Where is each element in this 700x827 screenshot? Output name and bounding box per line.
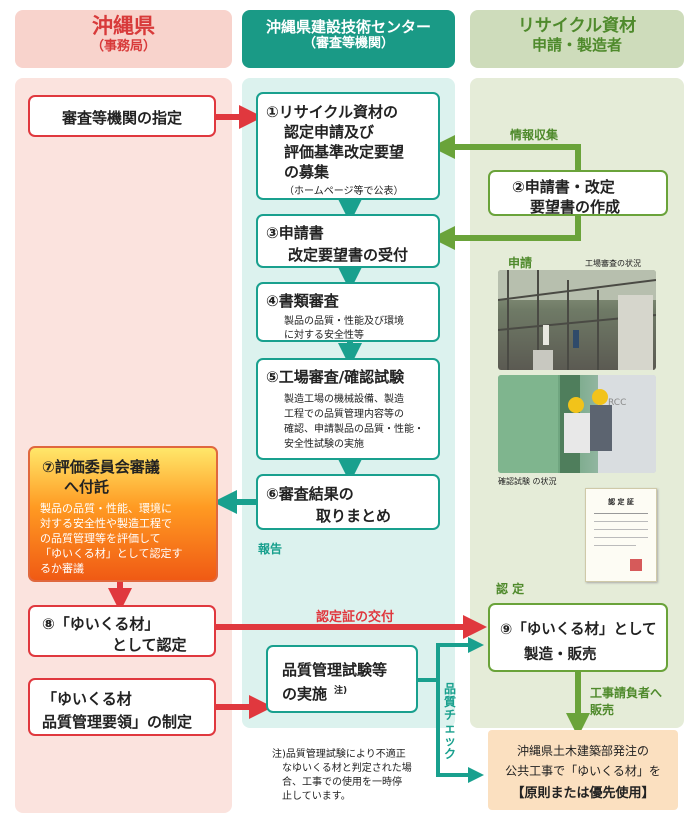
- step7-desc-5: るか審議: [40, 562, 84, 575]
- step1-note: （ホームページ等で公表）: [284, 186, 404, 197]
- designation-box: 審査等機関の指定: [28, 95, 216, 137]
- usage-line-2: 公共工事で「ゆいくる材」を: [505, 764, 661, 778]
- arrow-application: [431, 216, 581, 250]
- prefecture-subtitle: （事務局）: [90, 39, 156, 55]
- usage-line-3: 【原則または優先使用】: [511, 786, 655, 801]
- prefecture-title: 沖縄県: [92, 14, 155, 38]
- step7-desc-4: 「ゆいくる材」として認定す: [40, 547, 183, 560]
- step1-line-1: ①リサイクル資材の: [266, 103, 398, 121]
- factory-inspection-photo-graphic: [498, 270, 656, 370]
- step7-desc-1: 製品の品質・性能、環境に: [40, 502, 172, 515]
- step8-box: ⑧「ゆいくる材」 として認定: [28, 605, 216, 657]
- certify-label: 認 定: [496, 582, 525, 596]
- arrow-quality-check-up: [418, 637, 484, 682]
- step1-line-2: 認定申請及び: [284, 123, 375, 141]
- qc-line-1: 品質管理試験等: [282, 661, 388, 679]
- step7-box: ⑦評価委員会審議 へ付託 製品の品質・性能、環境に 対する安全性や製造工程で の…: [28, 446, 218, 582]
- step5-title: ⑤工場審査/確認試験: [266, 368, 405, 386]
- step4-box: ④書類審査 製品の品質・性能及び環境 に対する安全性等: [256, 282, 440, 342]
- step1-line-4: の募集: [284, 163, 330, 181]
- step4-desc-2: に対する安全性等: [284, 330, 364, 341]
- apply-label: 申請: [508, 256, 533, 270]
- quality-check-label: 品質チェック: [444, 682, 457, 761]
- center-title: 沖縄県建設技術センター: [265, 18, 431, 36]
- prefecture-column-header-bg: [15, 10, 232, 68]
- factory-inspection-caption: 工場審査の状況: [585, 259, 641, 268]
- step7-title-1: ⑦評価委員会審議: [42, 458, 160, 476]
- contractor-label-1: 工事請負者へ: [590, 686, 663, 700]
- factory-inspection-photo: [498, 270, 656, 370]
- step3-line-2: 改定要望書の受付: [288, 246, 409, 264]
- center-subtitle: （審査等機関）: [302, 36, 394, 51]
- certificate-image: 認 定 証: [585, 488, 657, 582]
- arrow-info-collection: [431, 135, 581, 170]
- step4-desc-1: 製品の品質・性能及び環境: [284, 316, 404, 327]
- arrow-quality-check-down: [436, 680, 484, 783]
- usage-line-1: 沖縄県土木建築部発注の: [516, 744, 649, 758]
- center-header: 沖縄県建設技術センター （審査等機関）: [242, 18, 455, 52]
- step4-title: ④書類審査: [266, 292, 339, 310]
- cert-issue-label: 認定証の交付: [316, 610, 395, 625]
- info-collection-label: 情報収集: [510, 128, 559, 142]
- certificate-line: [594, 521, 648, 522]
- step2-line-2: 要望書の作成: [530, 198, 621, 216]
- maker-header: リサイクル資材 申請・製造者: [470, 16, 684, 54]
- step5-desc-3: 確認、申請製品の品質・性能・: [284, 424, 424, 435]
- contractor-label-2: 販売: [590, 703, 615, 717]
- step3-box: ③申請書 改定要望書の受付: [256, 214, 440, 268]
- manual-line-2: 品質管理要領」の制定: [42, 713, 193, 731]
- step5-box: ⑤工場審査/確認試験 製造工場の機械設備、製造 工程での品質管理内容等の 確認、…: [256, 358, 440, 460]
- manual-line-1: 「ゆいくる材: [42, 690, 132, 708]
- certificate-title: 認 定 証: [608, 498, 634, 506]
- usage-box: 沖縄県土木建築部発注の 公共工事で「ゆいくる材」を 【原則または優先使用】: [488, 730, 678, 810]
- certificate-seal: [630, 559, 642, 571]
- step8-line-2: として認定: [112, 636, 187, 654]
- step3-line-1: ③申請書: [266, 224, 324, 242]
- step9-line-2: 製造・販売: [524, 647, 597, 663]
- confirmation-test-photo-graphic: RCC: [498, 375, 656, 473]
- footnote-3: 合、工事での使用を一時停: [282, 777, 402, 788]
- step5-desc-4: 安全性試験の実施: [284, 439, 364, 450]
- step8-line-1: ⑧「ゆいくる材」: [42, 615, 160, 633]
- confirmation-test-caption: 確認試験 の状況: [498, 477, 557, 486]
- maker-column-header-bg: [470, 10, 684, 68]
- step6-box: ⑥審査結果の 取りまとめ: [256, 474, 440, 530]
- maker-subtitle: 申請・製造者: [531, 36, 622, 55]
- step7-desc-3: の品質管理等を評価して: [40, 532, 161, 545]
- step9-box: ⑨「ゆいくる材」として 製造・販売: [488, 603, 668, 672]
- step5-desc-1: 製造工場の機械設備、製造: [284, 394, 404, 405]
- step6-line-2: 取りまとめ: [316, 507, 392, 525]
- center-column-header-bg: [242, 10, 455, 68]
- step7-title-2: へ付託: [64, 478, 110, 496]
- qc-line-2: の実施: [282, 685, 328, 703]
- maker-title: リサイクル資材: [517, 16, 637, 36]
- step1-line-3: 評価基準改定要望: [284, 143, 405, 161]
- confirmation-test-photo: RCC: [498, 375, 656, 473]
- qc-superscript: 注): [334, 686, 348, 696]
- footnote-2: なゆいくる材と判定された場: [282, 763, 412, 774]
- certificate-line: [594, 537, 648, 538]
- step7-desc-2: 対する安全性や製造工程で: [40, 517, 172, 530]
- manual-box: 「ゆいくる材 品質管理要領」の制定: [28, 678, 216, 736]
- step6-line-1: ⑥審査結果の: [266, 485, 354, 503]
- footnote-4: 止しています。: [282, 791, 351, 802]
- certificate-line: [594, 513, 648, 514]
- footnote-1: 注)品質管理試験により不適正: [272, 749, 406, 760]
- certificate-line: [594, 545, 636, 546]
- step5-desc-2: 工程での品質管理内容等の: [284, 409, 404, 420]
- prefecture-header: 沖縄県 （事務局）: [15, 14, 232, 55]
- certificate-line: [594, 529, 648, 530]
- qc-box: 品質管理試験等 の実施 注): [266, 645, 418, 713]
- designation-label: 審査等機関の指定: [61, 109, 182, 127]
- svg-text:RCC: RCC: [608, 398, 626, 408]
- report-label: 報告: [258, 542, 283, 556]
- step9-line-1: ⑨「ゆいくる材」として: [500, 622, 657, 638]
- step1-box: ①リサイクル資材の 認定申請及び 評価基準改定要望 の募集 （ホームページ等で公…: [256, 92, 440, 200]
- step2-box: ②申請書・改定 要望書の作成: [488, 170, 668, 216]
- step2-line-1: ②申請書・改定: [512, 178, 615, 196]
